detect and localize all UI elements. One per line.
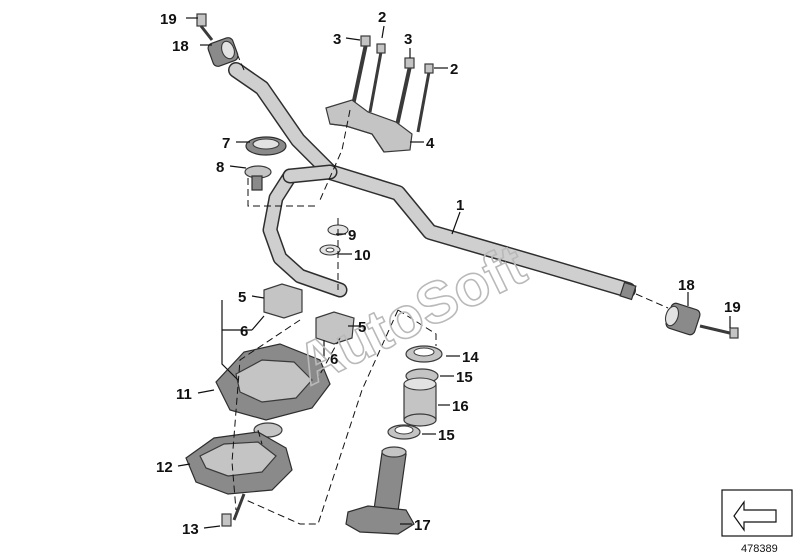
callout-6-left: 6	[240, 323, 248, 340]
callout-15-upper: 15	[456, 369, 473, 386]
reference-box: 478389	[721, 489, 793, 555]
washers	[319, 224, 349, 256]
callout-19-right: 19	[724, 299, 741, 316]
callout-17: 17	[414, 517, 431, 534]
callout-10: 10	[354, 247, 371, 264]
callout-2-top: 2	[378, 9, 386, 26]
callout-12: 12	[156, 459, 173, 476]
spacers	[387, 345, 443, 440]
mount-base	[185, 431, 293, 527]
callout-18-right: 18	[678, 277, 695, 294]
callout-11: 11	[176, 386, 192, 403]
bar-end-left	[196, 13, 239, 67]
stem	[345, 446, 415, 535]
reference-number: 478389	[741, 543, 778, 555]
callout-4: 4	[426, 135, 435, 152]
direction-arrow-icon	[733, 500, 777, 532]
upper-clamp	[325, 99, 413, 153]
callout-9: 9	[348, 227, 356, 244]
callout-6-right: 6	[330, 351, 338, 368]
clamp-screws	[350, 35, 434, 133]
callout-5-right: 5	[358, 319, 366, 336]
callout-14: 14	[462, 349, 479, 366]
callout-5-left: 5	[238, 289, 246, 306]
cap-rubber	[244, 136, 287, 191]
callout-18-left: 18	[172, 38, 189, 55]
callout-2-right: 2	[450, 61, 458, 78]
lower-clamps	[263, 283, 355, 345]
callout-19-left: 19	[160, 11, 177, 28]
handlebar	[228, 62, 637, 301]
bar-end-right	[664, 302, 739, 339]
callout-3-left: 3	[333, 31, 341, 48]
callout-1: 1	[456, 197, 464, 214]
callout-15-lower: 15	[438, 427, 455, 444]
riser	[215, 343, 331, 438]
callout-8: 8	[216, 159, 224, 176]
leader-lines	[177, 17, 731, 529]
callout-7: 7	[222, 135, 230, 152]
callout-13: 13	[182, 521, 199, 538]
callouts: 19 18 3 2 3 2 4 7 8 1 9 10 18 19 5 6 5 6…	[156, 9, 741, 538]
callout-16: 16	[452, 398, 469, 415]
callout-3-right: 3	[404, 31, 412, 48]
